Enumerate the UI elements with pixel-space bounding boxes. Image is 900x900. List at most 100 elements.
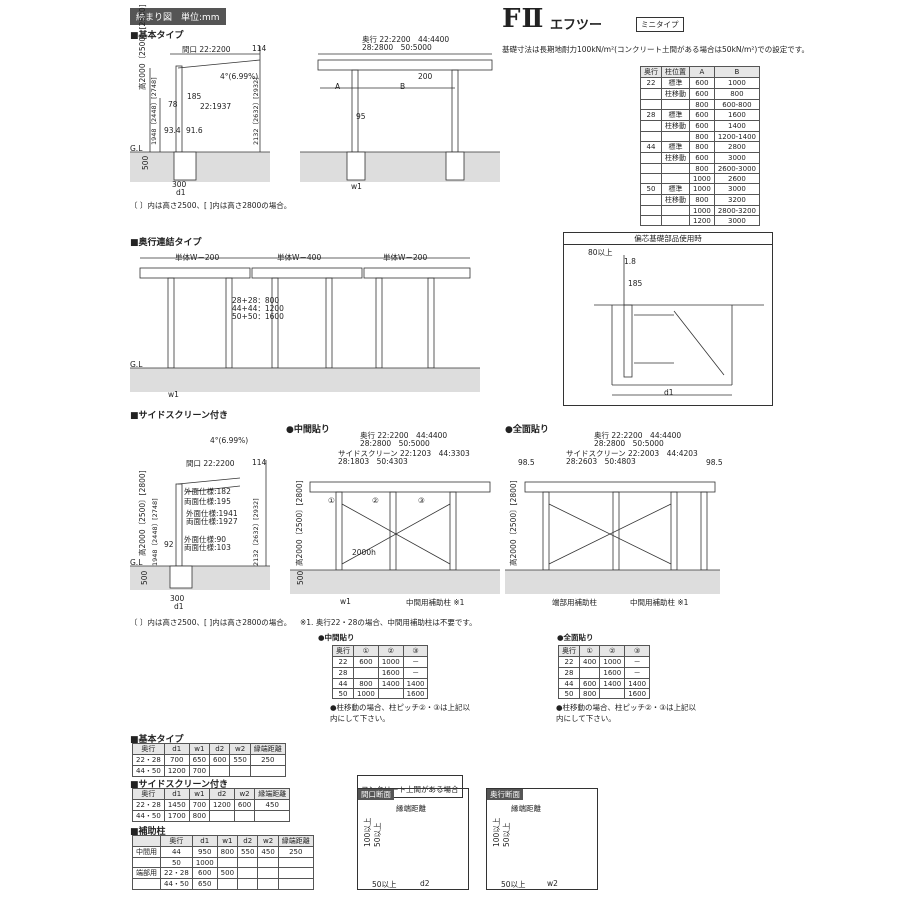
basic-table-cell: 44・50	[132, 765, 165, 777]
full-support-mid: 中間用補助柱 ※1	[630, 598, 689, 607]
full-cell: 1400	[599, 678, 626, 689]
ab-cell: 800	[689, 194, 715, 206]
linked-dim-left: 単体W－200	[175, 253, 220, 262]
ab-cell: 600-800	[713, 99, 760, 110]
concrete-box: コンクリート土間がある場合	[357, 775, 463, 798]
screen-table-header: w2	[233, 788, 256, 800]
side-dim-w2: w2	[547, 879, 558, 888]
basic-table-cell: 700	[188, 765, 211, 777]
screen-height-dim: 高2000〔2500〕[2800]	[138, 470, 147, 556]
mid-table-note: ●柱移動の場合、柱ピッチ②・③は上記以内にして下さい。	[330, 703, 470, 723]
ab-cell: 2600	[713, 173, 760, 184]
support-table-cell: 950	[191, 846, 218, 858]
support-table-title: ■補助柱	[130, 827, 166, 837]
support-table-cell	[257, 857, 279, 868]
support-table-cell	[277, 878, 314, 890]
mid-header: ②	[377, 645, 404, 657]
ab-cell: 1000	[689, 173, 715, 184]
mid-cell	[377, 688, 404, 699]
middle-screen-drawing	[290, 481, 500, 594]
mid-header: ①	[353, 645, 379, 657]
mid-cell: －	[402, 667, 429, 679]
ab-cell: 2600-3000	[713, 163, 760, 174]
linked-w1: w1	[168, 390, 179, 399]
ab-cell: 3000	[713, 152, 760, 164]
support-table-cell	[257, 878, 279, 890]
basic-dim-1937: 22:1937	[200, 102, 232, 111]
screen-both-103: 両面仕様:103	[184, 543, 231, 552]
ab-cell	[640, 194, 662, 206]
side-dim-50: 50以上	[502, 822, 511, 847]
basic-dim-916: 91.6	[186, 126, 203, 135]
ab-cell: 3000	[713, 183, 760, 195]
basic-dim-185: 185	[187, 92, 202, 101]
ab-cell: 22	[640, 77, 662, 89]
ab-cell: 800	[689, 99, 715, 110]
basic-table-header: w1	[188, 743, 211, 755]
ab-cell: 1600	[713, 109, 760, 121]
ab-cell	[640, 152, 662, 164]
support-table-cell	[237, 857, 259, 868]
full-cell: 22	[558, 656, 580, 668]
middle-support-label: 中間用補助柱 ※1	[406, 598, 465, 607]
screen-table-header: d2	[209, 788, 235, 800]
support-table-cell	[216, 857, 239, 868]
full-dim-985-right: 98.5	[706, 458, 723, 467]
foundation-note: 基礎寸法は長期地耐力100kN/m²(コンクリート土間がある場合は50kN/m²…	[502, 45, 810, 54]
full-header: ②	[599, 645, 626, 657]
screen-table-cell: 1450	[163, 799, 190, 811]
basic-dim-d1: d1	[176, 188, 186, 197]
screen-dim-300: 300	[170, 594, 185, 603]
full-cell: 1400	[624, 678, 651, 689]
full-cell	[599, 688, 626, 699]
ab-header: A	[689, 66, 715, 78]
full-table-title: ●全面貼り	[557, 633, 594, 642]
screen-table-title: ■サイドスクリーン付き	[130, 780, 229, 790]
offset-foundation-box: 偏芯基礎部品使用時 80以上 1.8 185 d1	[563, 232, 773, 406]
ab-cell: 標準	[661, 183, 690, 195]
ab-cell: 柱移動	[661, 152, 690, 164]
screen-table-cell	[233, 810, 256, 822]
basic-table-cell	[229, 765, 251, 777]
support-table-header: 縁端距離	[277, 835, 314, 847]
linked-gl: G.L	[130, 360, 143, 369]
support-table-header: 奥行	[160, 835, 193, 847]
offset-foundation-drawing	[594, 255, 764, 396]
basic-dim-b: B	[400, 82, 406, 91]
ab-cell: 800	[713, 88, 760, 100]
support-table-header	[132, 835, 161, 847]
basic-table-header: 縁端距離	[249, 743, 286, 755]
full-cell: －	[624, 667, 651, 679]
full-cell: 1000	[599, 656, 626, 668]
ab-header: B	[713, 66, 760, 78]
screen-dim-2132: 2132〔2632〕[2932]	[252, 498, 260, 566]
mid-cell: 600	[353, 656, 379, 668]
full-support-end: 端部用補助柱	[552, 598, 597, 607]
mid-cell: 1000	[353, 688, 379, 699]
ab-cell: 柱移動	[661, 194, 690, 206]
basic-height-dim: 高2000〔2500〕[2800]	[138, 4, 147, 90]
basic-title: ■基本タイプ	[130, 31, 184, 41]
full-cell: 400	[578, 656, 601, 668]
offset-dim-d1: d1	[664, 388, 674, 397]
ab-cell	[640, 215, 662, 226]
full-screen: サイドスクリーン 22:2003 44:4203 28:2603 50:4803	[566, 449, 698, 466]
support-table-cell: 44・50	[160, 878, 193, 890]
front-section-title: 間口断面	[358, 789, 394, 800]
product-kana: エフツー	[550, 18, 603, 33]
basic-dim-2132: 2132〔2632〕[2932]	[252, 77, 260, 145]
middle-depth: 奥行 22:2200 44:4400 28:2800 50:5000	[360, 431, 448, 448]
screen-table-cell	[209, 810, 235, 822]
screen-table-cell: 450	[254, 799, 291, 811]
ab-cell: 2800-3200	[713, 205, 760, 216]
support-table-cell	[237, 867, 259, 879]
screen-dim-500: 500	[140, 570, 149, 585]
support-table-cell: 44	[160, 846, 193, 858]
ab-cell: 1400	[713, 120, 760, 132]
screen-outer-90: 外面仕様:90	[184, 535, 227, 544]
offset-dim-185: 185	[628, 279, 643, 288]
middle-pitch-2: ②	[372, 496, 379, 505]
